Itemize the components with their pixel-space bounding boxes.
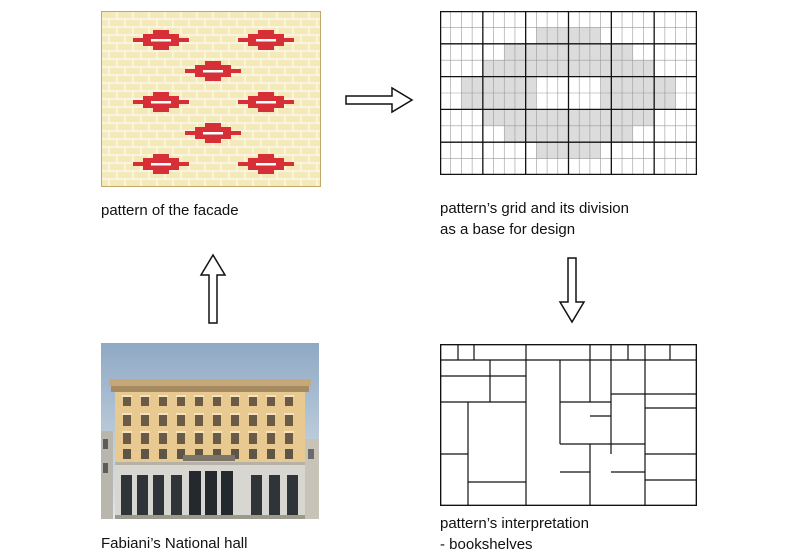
facade-motif: [185, 61, 241, 81]
grid-caption-line1: pattern’s grid and its division: [440, 200, 629, 217]
facade-motif: [185, 123, 241, 143]
facade-motif: [133, 154, 189, 174]
facade-caption: pattern of the facade: [101, 202, 239, 219]
national-hall-photo: [101, 343, 319, 519]
arrow-up-icon: [199, 253, 227, 325]
pattern-grid-diagram: [440, 11, 697, 175]
bookshelves-diagram: [440, 344, 697, 506]
facade-motif: [238, 30, 294, 50]
grid-caption-line2: as a base for design: [440, 221, 576, 238]
bookshelves-caption-line2: - bookshelves: [440, 536, 533, 553]
facade-motif: [238, 92, 294, 112]
facade-pattern-image: [101, 11, 321, 187]
bookshelves-caption-line1: pattern’s interpretation: [440, 515, 589, 532]
bookshelves-caption: pattern’s interpretation - bookshelves: [440, 513, 589, 555]
facade-motif: [133, 92, 189, 112]
arrow-down-icon: [558, 256, 586, 324]
hall-caption: Fabiani’s National hall: [101, 535, 248, 552]
arrow-right-icon: [344, 86, 414, 114]
facade-pattern-panel: [101, 11, 321, 187]
pattern-grid-panel: [440, 11, 697, 175]
facade-motif: [238, 154, 294, 174]
bookshelves-panel: [440, 344, 697, 506]
facade-motif: [133, 30, 189, 50]
grid-caption: pattern’s grid and its division as a bas…: [440, 198, 629, 240]
